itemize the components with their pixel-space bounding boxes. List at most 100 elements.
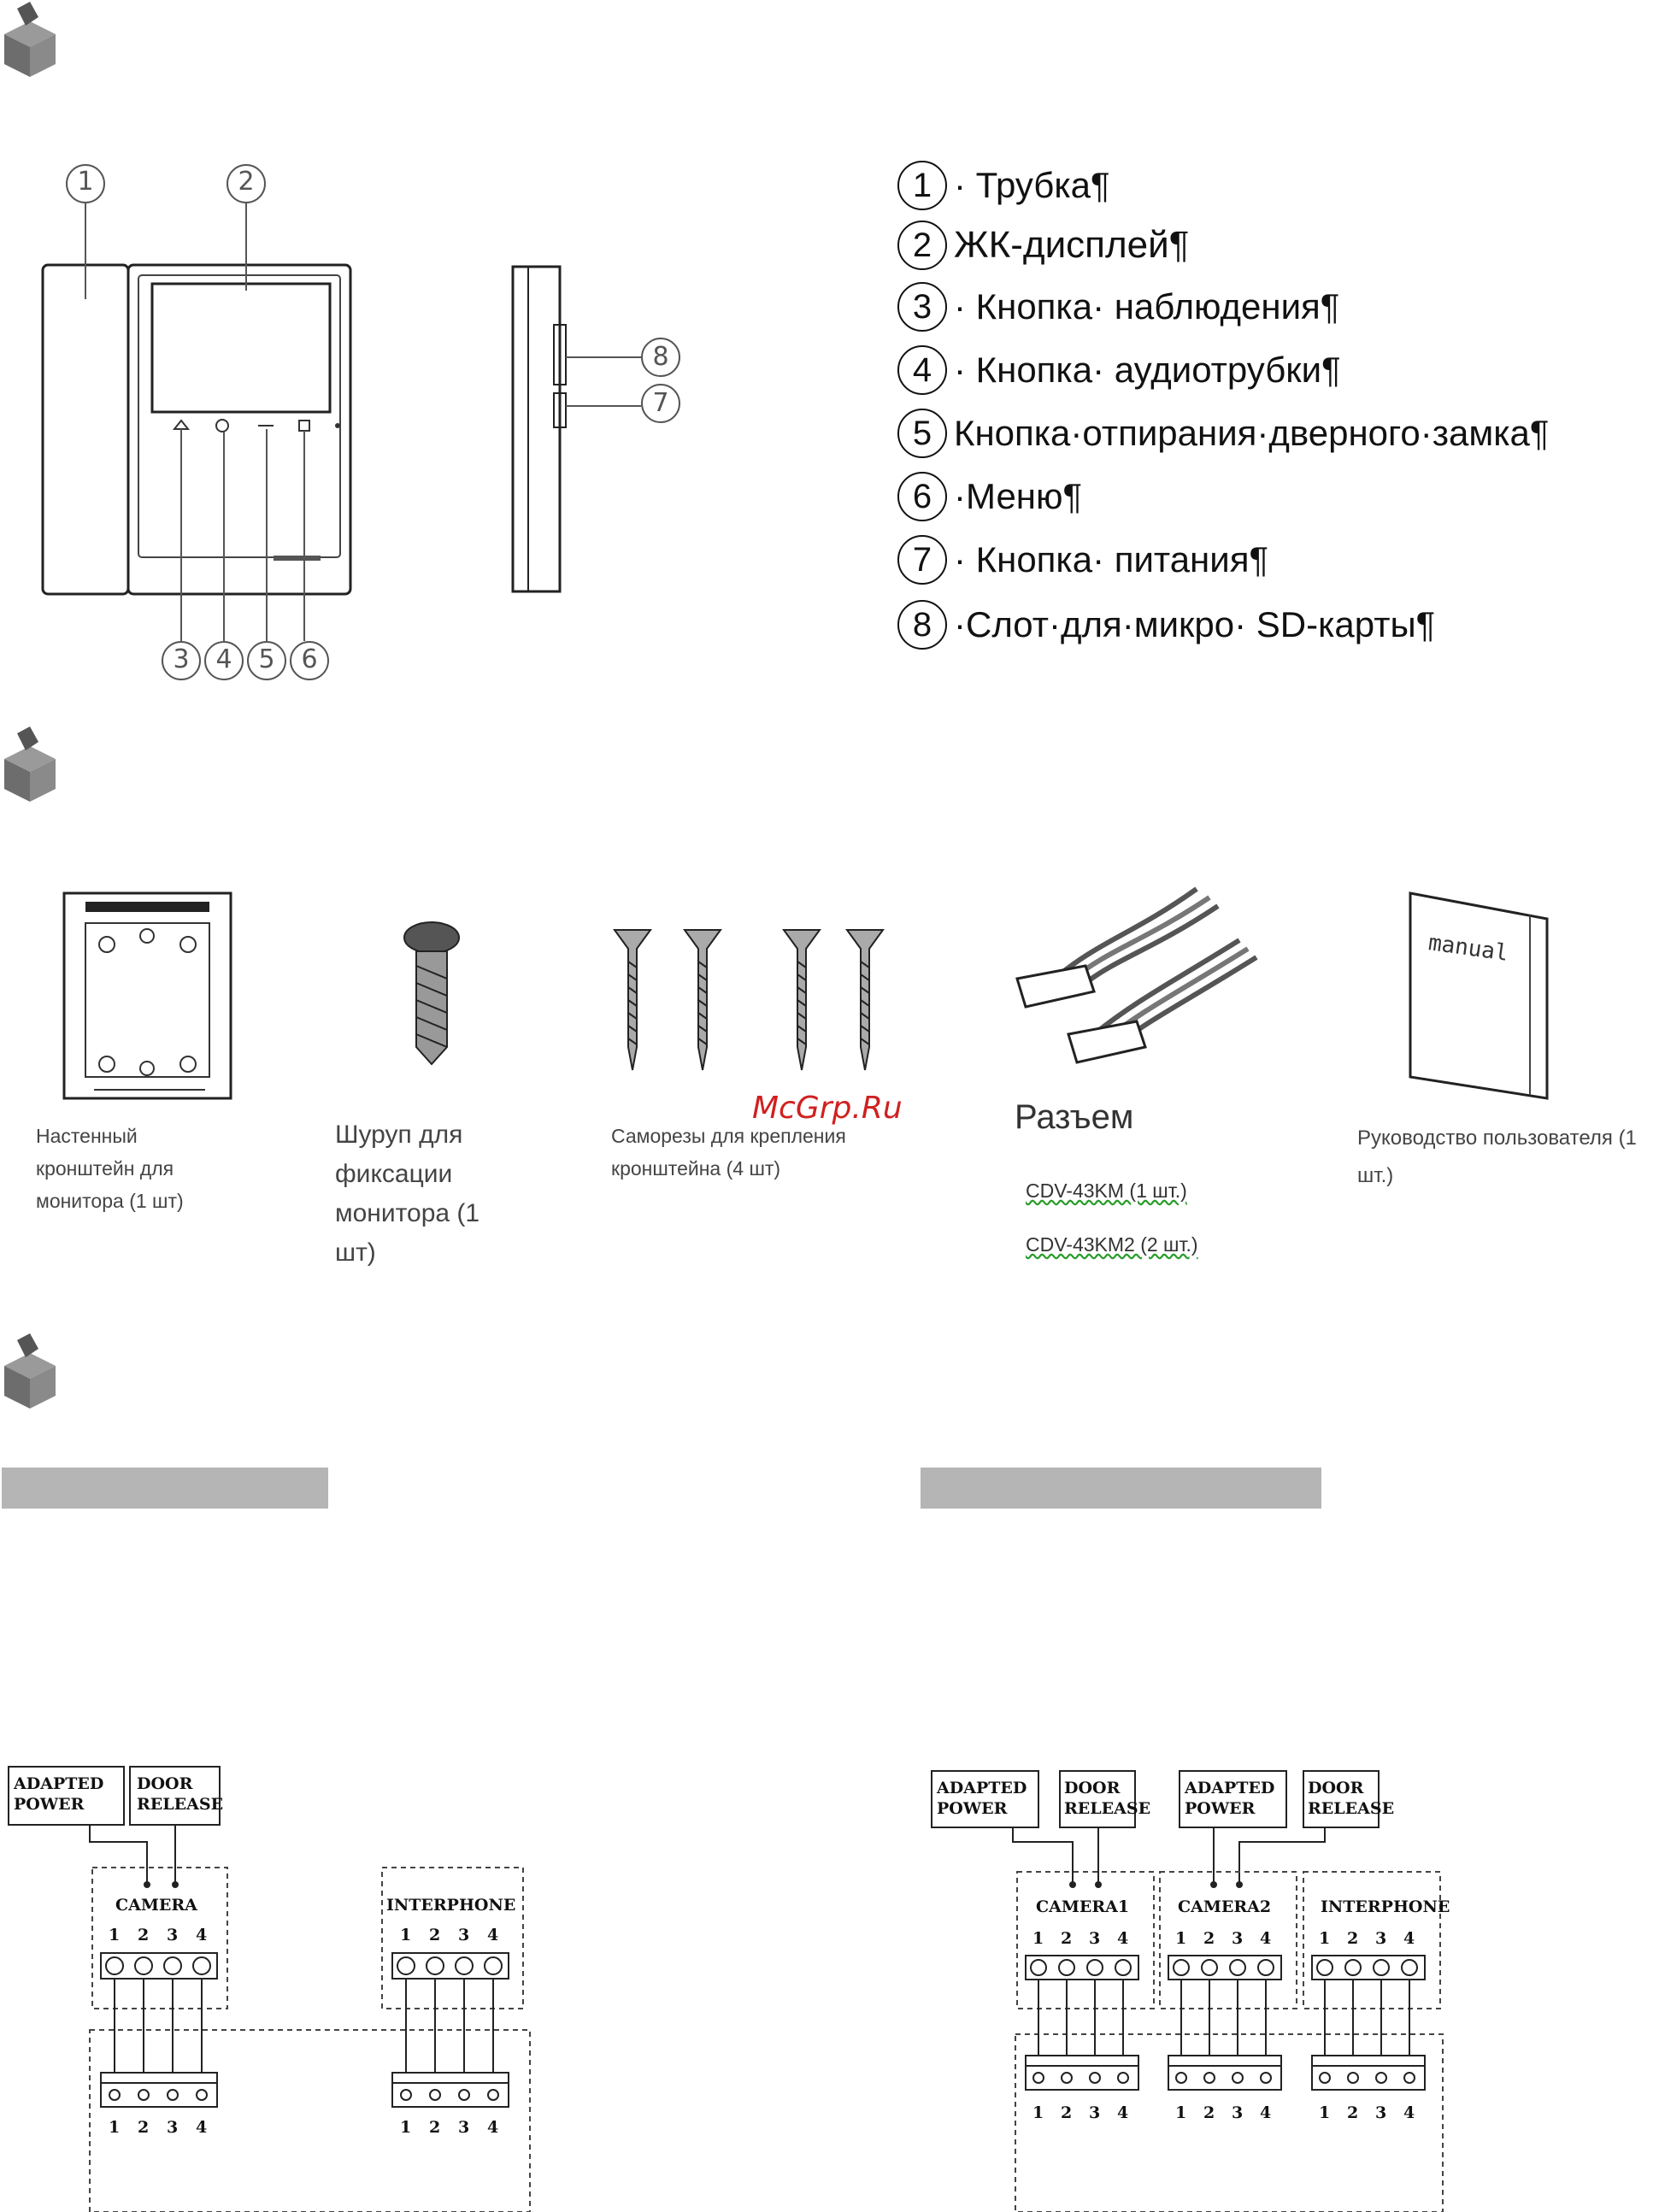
manual-label-line: шт.): [1357, 1164, 1394, 1187]
pin-label: 3: [1089, 1929, 1100, 1948]
pin-label: 1: [400, 1926, 411, 1944]
pin-label: 2: [1061, 2103, 1072, 2122]
screw-label-line: шт): [335, 1238, 376, 1267]
pin-label: 1: [1319, 2103, 1330, 2122]
pin-label: 1: [109, 1926, 120, 1944]
legend-item-4: 4· Кнопка· аудиотрубки¶: [897, 345, 1341, 395]
pin-label: 2: [138, 2118, 149, 2137]
bracket-label-line: монитора (1 шт): [36, 1190, 184, 1212]
screw-label-line: монитора (1: [335, 1199, 480, 1227]
pin-label: 4: [487, 1926, 498, 1944]
power-label: POWER: [1185, 1799, 1256, 1818]
pin-label: 3: [458, 1926, 469, 1944]
section-icon-2: [4, 727, 56, 802]
camera1-label: CAMERA1: [1036, 1897, 1129, 1916]
pin-label: 4: [1403, 2103, 1415, 2122]
callout-7: 7: [652, 388, 669, 418]
pin-label: 1: [1032, 1929, 1044, 1948]
wiring-header-bar-right: [921, 1468, 1321, 1509]
callout-8: 8: [652, 342, 669, 372]
legend-num: 6: [897, 472, 947, 521]
monitor-side-drawing: [511, 265, 680, 593]
pin-label: 4: [487, 2118, 498, 2137]
legend-text: · Кнопка· наблюдения¶: [954, 286, 1340, 327]
pin-label: 1: [109, 2118, 120, 2137]
pin-label: 1: [1175, 2103, 1186, 2122]
door-label: RELEASE: [1308, 1799, 1394, 1818]
power-label: ADAPTED: [1184, 1779, 1274, 1797]
connector-model-1: CDV-43KM (1 шт.): [1026, 1180, 1187, 1202]
legend-num: 8: [897, 600, 947, 650]
pin-label: 1: [1319, 1929, 1330, 1948]
power-label: ADAPTED: [936, 1779, 1027, 1797]
legend-num: 4: [897, 345, 947, 395]
legend-num: 5: [897, 409, 947, 458]
callout-4: 4: [215, 644, 232, 674]
connector-title: Разъем: [1015, 1098, 1134, 1136]
pin-label: 3: [1089, 2103, 1100, 2122]
callout-5: 5: [258, 644, 275, 674]
fixing-screw-image: [403, 921, 460, 1066]
legend-item-3: 3· Кнопка· наблюдения¶: [897, 282, 1339, 332]
tapping-screws-image: [613, 929, 884, 1071]
pin-label: 3: [1375, 1929, 1386, 1948]
legend-text: ·Слот·для·микро· SD-карты¶: [954, 604, 1436, 644]
pin-label: 4: [1403, 1929, 1415, 1948]
pin-label: 4: [1117, 1929, 1128, 1948]
wall-bracket-image: [62, 891, 232, 1100]
pin-label: 2: [1203, 2103, 1215, 2122]
section-icon-3: [4, 1333, 56, 1409]
manual-book-image: manual: [1409, 891, 1549, 1100]
legend-text: Кнопка·отпирания·дверного·замка¶: [954, 413, 1550, 453]
bracket-label: Настенный кронштейн для монитора (1 шт): [36, 1120, 184, 1217]
legend-num: 7: [897, 535, 947, 585]
callout-1: 1: [77, 167, 94, 197]
pin-label: 4: [1260, 1929, 1271, 1948]
power-label: ADAPTED: [13, 1774, 103, 1793]
door-label: RELEASE: [1064, 1799, 1150, 1818]
pin-label: 3: [167, 1926, 178, 1944]
door-label: DOOR: [1064, 1779, 1121, 1797]
camera-label: CAMERA: [115, 1896, 197, 1915]
legend-item-8: 8·Слот·для·микро· SD-карты¶: [897, 600, 1435, 650]
pin-label: 1: [1175, 1929, 1186, 1948]
pin-label: 3: [458, 2118, 469, 2137]
pin-label: 4: [196, 2118, 207, 2137]
pin-label: 2: [429, 1926, 440, 1944]
screw-label: Шуруп для фиксации монитора (1 шт): [335, 1115, 479, 1273]
legend-num: 3: [897, 282, 947, 332]
connector-cables-image: [1015, 886, 1258, 1064]
legend-item-1: 1· Трубка¶: [897, 161, 1110, 210]
door-label: RELEASE: [137, 1795, 223, 1814]
connector-model-2: CDV-43KM2 (2 шт.): [1026, 1233, 1198, 1256]
power-label: POWER: [937, 1799, 1008, 1818]
door-label: DOOR: [137, 1774, 193, 1793]
pin-label: 3: [167, 2118, 178, 2137]
legend-text: · Трубка¶: [954, 165, 1110, 205]
callout-2: 2: [238, 167, 255, 197]
legend-num: 2: [897, 221, 947, 270]
manual-label-line: Руководство пользователя (1: [1357, 1127, 1637, 1150]
legend-text: ·Меню¶: [954, 476, 1083, 516]
legend-item-7: 7· Кнопка· питания¶: [897, 535, 1268, 585]
pin-label: 2: [1347, 2103, 1358, 2122]
pin-label: 3: [1375, 2103, 1386, 2122]
legend-text: · Кнопка· питания¶: [954, 539, 1269, 579]
tapping-label-line: кронштейна (4 шт): [611, 1157, 781, 1180]
pin-label: 1: [1032, 2103, 1044, 2122]
pin-label: 2: [138, 1926, 149, 1944]
pin-label: 4: [1117, 2103, 1128, 2122]
callout-6: 6: [301, 644, 318, 674]
section-icon-1: [4, 2, 56, 77]
manual-label: Руководство пользователя (1 шт.): [1357, 1120, 1637, 1195]
pin-label: 2: [1061, 1929, 1072, 1948]
monitor-front-drawing: [41, 164, 352, 680]
legend-text: · Кнопка· аудиотрубки¶: [954, 350, 1341, 390]
power-label: POWER: [14, 1795, 85, 1814]
pin-label: 4: [196, 1926, 207, 1944]
legend-item-6: 6·Меню¶: [897, 472, 1082, 521]
pin-label: 4: [1260, 2103, 1271, 2122]
wiring-header-bar-left: [2, 1468, 328, 1509]
